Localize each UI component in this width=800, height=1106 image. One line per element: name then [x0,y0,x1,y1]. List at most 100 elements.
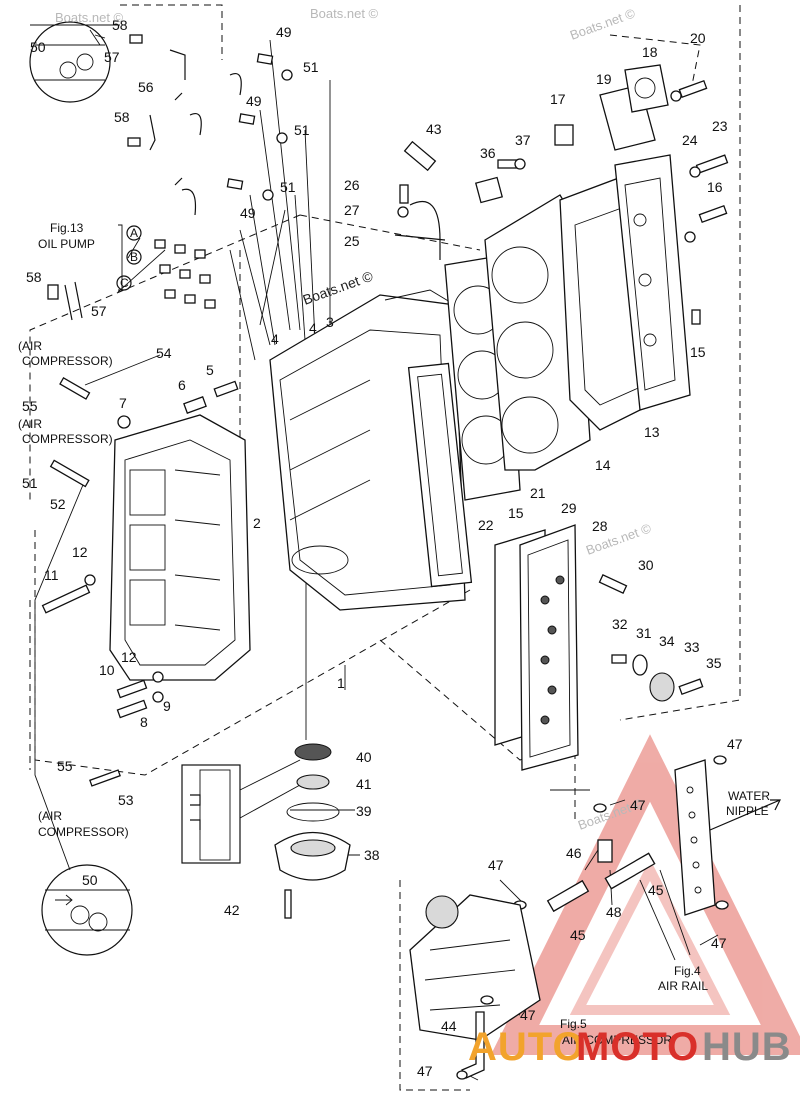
callout: 4 [309,320,317,336]
air-compressor-label-2b: COMPRESSOR) [22,432,113,446]
callout: 12 [121,649,137,665]
callout: 8 [140,714,148,730]
callout: 23 [712,118,728,134]
callout: 44 [441,1018,457,1034]
callout-numbers: 58 57 56 50 49 51 49 51 58 51 49 18 20 1… [22,17,743,1079]
air-compressor-label-1b: COMPRESSOR) [22,354,113,368]
callout: 35 [706,655,722,671]
callout: 9 [163,698,171,714]
callout: 37 [515,132,531,148]
callout: 45 [648,882,664,898]
callout: 47 [711,935,727,951]
callout: 4 [271,331,279,347]
callout: 1 [337,675,345,691]
callout: 49 [240,205,256,221]
callout: 17 [550,91,566,107]
callout: 55 [57,758,73,774]
circle-a-label: A [130,226,138,240]
callout: 41 [356,776,372,792]
callout: 39 [356,803,372,819]
callout: 30 [638,557,654,573]
callout: 19 [596,71,612,87]
callout: 50 [82,872,98,888]
callout: 24 [682,132,698,148]
callout: 56 [138,79,154,95]
text-labels: Fig.13 OIL PUMP (AIR COMPRESSOR) (AIR CO… [18,221,770,1047]
air-rail-label: AIR RAIL [658,979,708,993]
callout: 12 [72,544,88,560]
callout: 13 [644,424,660,440]
callout: 2 [253,515,261,531]
callout: 27 [344,202,360,218]
air-compressor-fig-label: Fig.5 [560,1017,587,1031]
bearing-and-seal-stack [274,743,351,919]
callout: 3 [326,314,334,330]
callout: 7 [119,395,127,411]
head-cover [559,154,691,431]
seal-detail-inset [181,764,241,864]
callout: 40 [356,749,372,765]
callout: 42 [224,902,240,918]
crankcase [109,414,251,681]
callout: 47 [520,1007,536,1023]
cylinder-block [269,289,473,611]
callout: 51 [294,122,310,138]
watermark-text: Boats.net © [55,10,124,25]
air-compressor-label-3b: COMPRESSOR) [38,825,129,839]
oil-pump-label: OIL PUMP [38,237,95,251]
callout: 11 [44,567,59,583]
callout: 10 [99,662,115,678]
callout: 48 [606,904,622,920]
leader-lines [30,24,719,1081]
circle-b-label: B [130,250,138,264]
callout: 25 [344,233,360,249]
air-compressor-label-2a: (AIR [18,417,42,431]
air-rail-fig-label: Fig.4 [674,964,701,978]
callout: 32 [612,616,628,632]
callout: 33 [684,639,700,655]
callout: 26 [344,177,360,193]
circle-c-label: C [120,276,129,290]
callout: 57 [104,49,120,65]
thermostat-cover [599,64,669,151]
callout: 55 [22,398,38,414]
callout: 31 [636,625,652,641]
callout: 51 [303,59,319,75]
callout: 21 [530,485,546,501]
callout: 34 [659,633,675,649]
callout: 58 [112,17,128,33]
exhaust-cover [494,524,579,771]
brand-part-hub: HUB [702,1025,792,1069]
callout: 53 [118,792,134,808]
callout: 58 [26,269,42,285]
callout: 57 [91,303,107,319]
oil-pump-fig-label: Fig.13 [50,221,84,235]
air-compressor [409,894,541,1080]
callout: 15 [508,505,524,521]
callout: 54 [156,345,172,361]
callout: 51 [22,475,38,491]
brand-logo-text: AUTO MOTO HUB [468,1025,792,1069]
callout: 49 [246,93,262,109]
callout: 52 [50,496,66,512]
detail-circle-bottom [41,864,133,956]
callout: 47 [630,797,646,813]
callout: 36 [480,145,496,161]
callout: 29 [561,500,577,516]
callout: 14 [595,457,611,473]
callout: 45 [570,927,586,943]
detail-circle-top [29,21,111,103]
callout: 50 [30,39,46,55]
callout: 20 [690,30,706,46]
callout: 51 [280,179,296,195]
callout: 16 [707,179,723,195]
callout: 43 [426,121,442,137]
callout: 28 [592,518,608,534]
water-nipple-label-1: WATER [728,789,770,803]
air-compressor-label-1a: (AIR [18,339,42,353]
callout: 47 [727,736,743,752]
bolts-and-studs [41,34,729,787]
air-compressor-fig-name: AIR COMPRESSOR [562,1033,672,1047]
watermark-text: Boats.net © [310,6,379,21]
water-nipple-label-2: NIPPLE [726,804,769,818]
